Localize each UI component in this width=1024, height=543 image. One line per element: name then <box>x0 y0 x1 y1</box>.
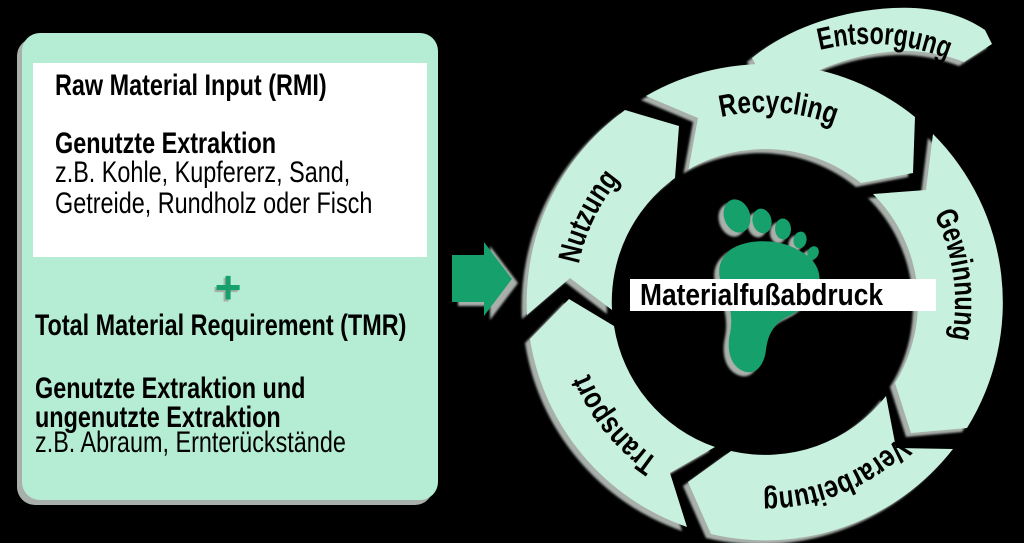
summary-panel: Raw Material Input (RMI) Genutzte Extrak… <box>22 33 438 500</box>
tmr-title: Total Material Requirement (TMR) <box>35 309 407 342</box>
segment-gewinnung <box>873 134 1003 433</box>
rmi-box: Raw Material Input (RMI) Genutzte Extrak… <box>33 63 427 257</box>
arrow-right-icon <box>452 242 512 316</box>
segment-nutzung <box>526 110 679 315</box>
center-label: Materialfußabdruck <box>630 277 936 312</box>
plus-icon: + <box>214 261 242 313</box>
segment-verarbeitung <box>688 396 953 541</box>
tmr-line-1: z.B. Abraum, Ernterückstände <box>35 426 346 459</box>
tmr-sub-1: Genutzte Extraktion und <box>35 372 306 405</box>
segment-transport <box>530 299 715 527</box>
segment-recycling <box>646 63 915 184</box>
rmi-line-2: Getreide, Rundholz oder Fisch <box>55 187 373 220</box>
rmi-line-1: z.B. Kohle, Kupfererz, Sand, <box>55 156 351 189</box>
rmi-title: Raw Material Input (RMI) <box>55 69 327 102</box>
rmi-subtitle: Genutzte Extraktion <box>55 127 277 160</box>
tmr-sub-2: ungenutzte Extraktion <box>35 401 281 434</box>
segment-entsorgung <box>752 7 992 99</box>
